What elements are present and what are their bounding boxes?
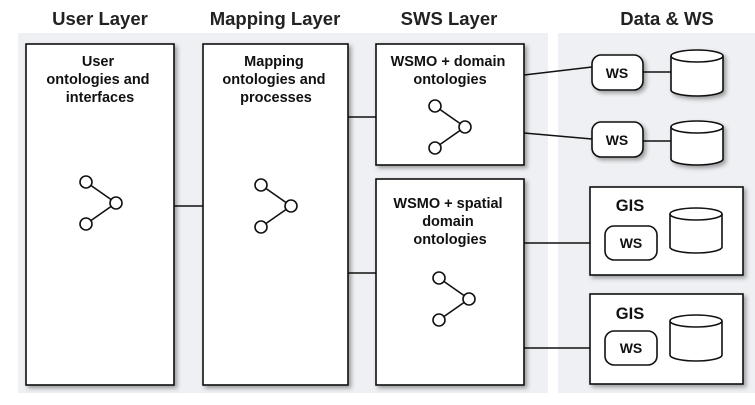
header-data-ws: Data & WS — [620, 8, 714, 29]
user-box-label: User ontologies and interfaces — [46, 54, 153, 106]
sws-ws2-link — [523, 132, 593, 140]
database-icon — [670, 120, 724, 166]
graph-icon — [432, 271, 476, 327]
graph-icon — [79, 175, 123, 231]
header-mapping-layer: Mapping Layer — [210, 8, 341, 29]
database-icon — [670, 49, 724, 97]
gis-box-1: GIS WS — [589, 186, 744, 276]
database-icon — [669, 207, 723, 254]
sws-ws1-link — [523, 66, 593, 76]
ws-label: WS — [620, 340, 643, 356]
ws-node — [604, 330, 658, 366]
ws-label: WS — [606, 65, 629, 81]
mapping-layer-box: Mapping ontologies and processes — [202, 43, 349, 386]
ws-label: WS — [606, 132, 629, 148]
graph-icon — [428, 99, 472, 155]
sws-spatial-label: WSMO + spatial domain ontologies — [393, 196, 506, 248]
gis-label: GIS — [616, 305, 644, 323]
header-user-layer: User Layer — [52, 8, 148, 29]
gis-label: GIS — [616, 197, 644, 215]
sws-spatial-box: WSMO + spatial domain ontologies — [375, 178, 525, 386]
ws-node — [604, 225, 658, 261]
user-layer-box: User ontologies and interfaces — [25, 43, 175, 386]
database-icon — [669, 314, 723, 362]
ws-label: WS — [620, 235, 643, 251]
sws-domain-label: WSMO + domain ontologies — [391, 54, 510, 88]
header-sws-layer: SWS Layer — [401, 8, 498, 29]
ws-node-1: WS — [591, 54, 644, 91]
graph-icon — [254, 178, 298, 234]
mapping-box-label: Mapping ontologies and processes — [222, 54, 329, 106]
ws-node-2: WS — [591, 121, 644, 158]
sws-domain-box: WSMO + domain ontologies — [375, 43, 525, 166]
gis-box-2: GIS WS — [589, 293, 744, 385]
